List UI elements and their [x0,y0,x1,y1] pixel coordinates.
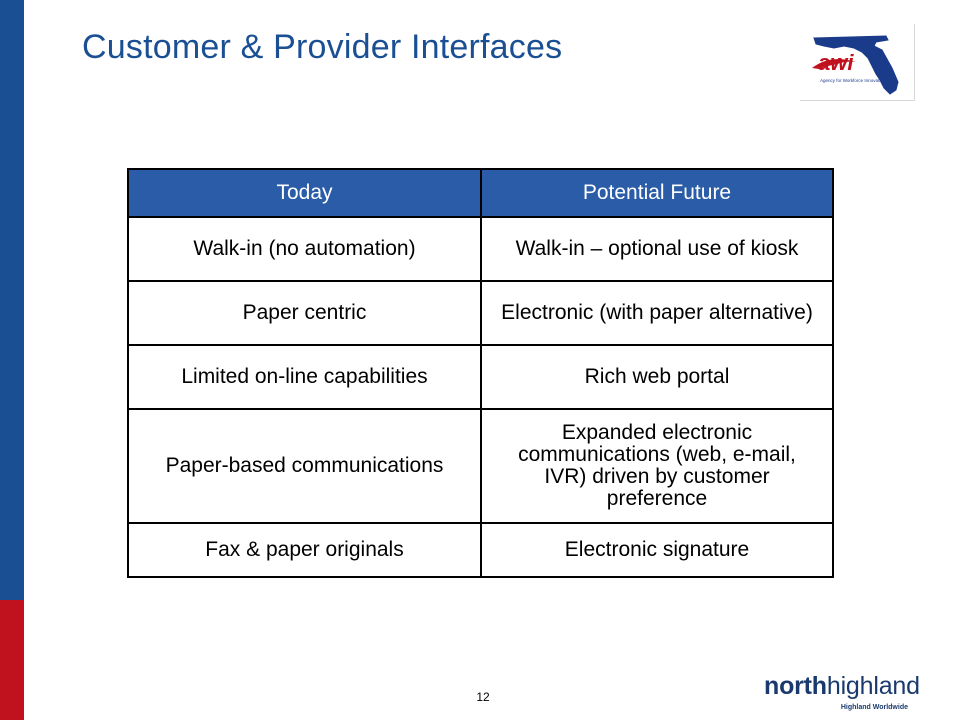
table-row: Fax & paper originals Electronic signatu… [127,522,834,578]
header-today: Today [127,168,482,218]
table-cell-future: Expanded electronic communications (web,… [480,408,834,524]
northhighland-logo: northhighland Highland Worldwide [764,672,920,716]
comparison-table: Today Potential Future Walk-in (no autom… [127,168,834,578]
page-number: 12 [476,690,490,704]
header-potential-future: Potential Future [480,168,834,218]
table-cell-today: Walk-in (no automation) [127,216,482,282]
brand-wordmark: northhighland [764,672,920,701]
table-cell-today: Paper-based communications [127,408,482,524]
brand-highland: highland [826,672,920,700]
table-row: Paper-based communications Expanded elec… [127,408,834,524]
table-cell-today: Limited on-line capabilities [127,344,482,410]
florida-map-logo-icon: awi Agency for Workforce Innovation [812,35,899,95]
table-row: Paper centric Electronic (with paper alt… [127,280,834,346]
table-cell-future: Walk-in – optional use of kiosk [480,216,834,282]
table-cell-today: Paper centric [127,280,482,346]
brand-north: north [764,672,827,700]
table-cell-future: Electronic signature [480,522,834,578]
table-cell-today: Fax & paper originals [127,522,482,578]
logo-caption: Agency for Workforce Innovation [820,78,886,83]
table-row: Limited on-line capabilities Rich web po… [127,344,834,410]
slide-title: Customer & Provider Interfaces [82,28,563,66]
brand-tagline: Highland Worldwide [840,704,908,711]
logo-text: awi [818,50,854,75]
awi-logo: awi Agency for Workforce Innovation [800,24,915,101]
table-cell-future: Rich web portal [480,344,834,410]
table-row: Walk-in (no automation) Walk-in – option… [127,216,834,282]
table-cell-future: Electronic (with paper alternative) [480,280,834,346]
side-accent-bar-red [0,600,24,720]
table-header-row: Today Potential Future [127,168,834,218]
side-accent-bar-blue [0,0,24,600]
